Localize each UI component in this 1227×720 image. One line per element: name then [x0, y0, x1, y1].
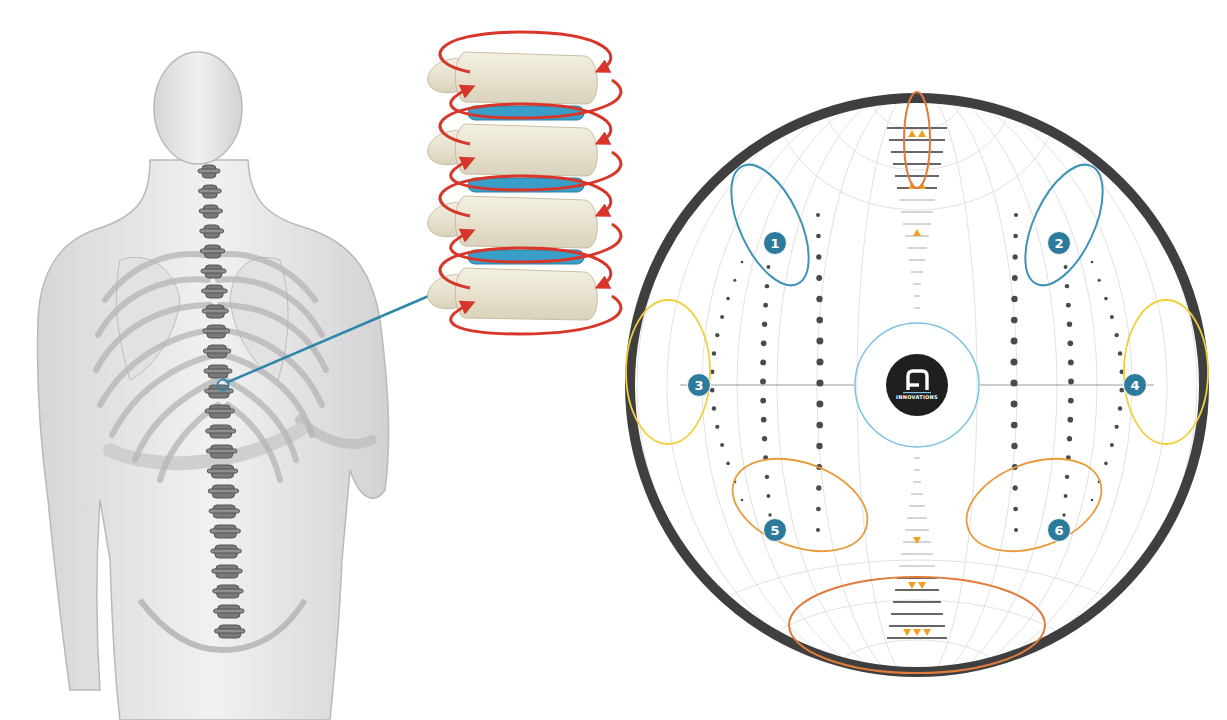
- logo-badge: INNOVATIONS: [886, 354, 948, 416]
- callout-number: 6: [1054, 524, 1063, 537]
- focus-ring: [218, 380, 229, 391]
- callout-number: 1: [770, 237, 779, 250]
- vertebrae: [428, 32, 621, 334]
- callout-circle: 2: [1047, 231, 1071, 255]
- brand-text: INNOVATIONS: [886, 395, 948, 400]
- callout-number: 2: [1054, 237, 1063, 250]
- callout-circle: 1: [763, 231, 787, 255]
- callout-circle: 6: [1047, 518, 1071, 542]
- callout-number: 3: [694, 379, 703, 392]
- product-disc: [626, 0, 1208, 720]
- logo-mark: [886, 354, 948, 416]
- callout-number: 4: [1130, 379, 1139, 392]
- callout-circle: 3: [687, 373, 711, 397]
- human-back: [37, 52, 388, 720]
- callout-circle: 4: [1123, 373, 1147, 397]
- callout-number: 5: [770, 524, 779, 537]
- callout-circle: 5: [763, 518, 787, 542]
- leader-line: [228, 292, 438, 382]
